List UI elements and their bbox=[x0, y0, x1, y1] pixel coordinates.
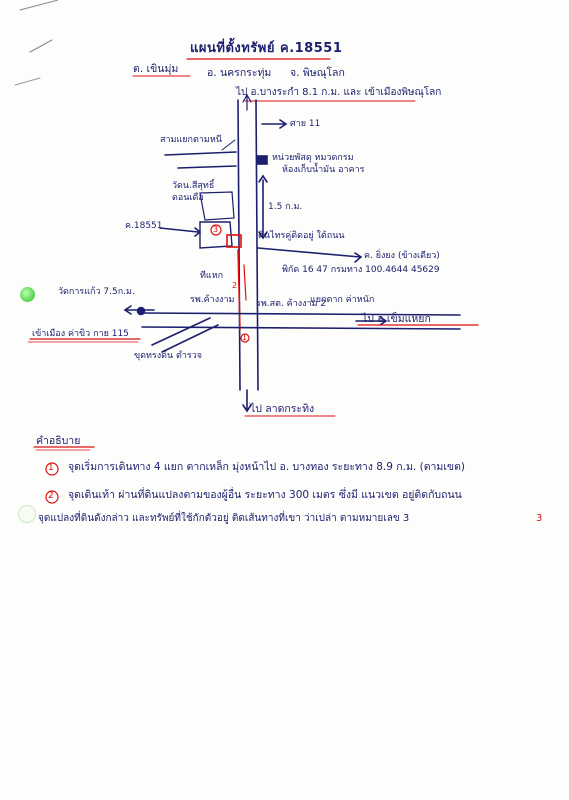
map-title: แผนที่ตั้งทรัพย์ ค.18551 bbox=[190, 41, 343, 56]
village-label: รพ.ค้างงาม bbox=[190, 295, 235, 305]
road-north-label: ไป อ.บางระกำ 8.1 ก.ม. และ เข้าเมืองพิษณุ… bbox=[236, 87, 442, 98]
location-amphoe: อ. นครกระทุ่ม bbox=[207, 67, 272, 79]
marker-1: 1 bbox=[242, 333, 248, 342]
org-sub-label: ห้องเก็บน้ำมัน อาคาร bbox=[282, 165, 365, 175]
note-1-number: 1 bbox=[48, 463, 54, 473]
punch-hole-marker bbox=[20, 287, 35, 302]
to-west-label: เข้าเมือง ค่าขิว กาย 115 bbox=[32, 329, 129, 339]
school-label: รพ.สต. ค้างงาม 2 bbox=[256, 299, 327, 309]
note-1-text: จุดเริ่มการเดินทาง 4 แยก ตากเหล็ก มุ่งหน… bbox=[68, 461, 466, 473]
parcel-label: ค.18551 bbox=[125, 221, 163, 231]
distance-label: 1.5 ก.ม. bbox=[268, 202, 303, 212]
junction-left-label: สามแยกตามหนี bbox=[160, 135, 222, 145]
temple-label: วัดน.สีสุทธิ์ bbox=[172, 181, 215, 191]
mark-a-label: ทีแหก bbox=[200, 271, 224, 281]
coords-1-label: ต้นไทรคู่ติดอยู่ ใต้ถนน bbox=[258, 231, 345, 241]
km11-label: ศาย 11 bbox=[290, 119, 321, 129]
note-2-text: จุดเดินเท้า ผ่านที่ดินแปลงตามของผู้อื่น … bbox=[68, 489, 462, 501]
note-3-number: 3 bbox=[536, 513, 543, 524]
location-province: จ. พิษณุโลก bbox=[290, 67, 345, 79]
road-east-label: แยกตาก ค่าหนัก bbox=[310, 295, 375, 305]
to-east-label: ไป อ.เข็มแหยก bbox=[362, 313, 431, 325]
marker-3: 3 bbox=[213, 225, 219, 234]
note-3-text: จุดแปลงที่ดินดังกล่าว และทรัพย์ที่ใช้กัก… bbox=[38, 513, 410, 524]
location-tambon: ต. เขินมุ่ม bbox=[133, 63, 179, 75]
marker-2: 2 bbox=[232, 281, 238, 290]
org-label: หน่วยพัสดุ หมวดกรม bbox=[272, 153, 354, 163]
punch-hole-faint bbox=[18, 505, 36, 523]
wat-label: วัดการแก้ว 7.5ก.ม. bbox=[58, 287, 135, 297]
coords-2-label: พิกัด 16 47 กรมทาง 100.4644 45629 bbox=[282, 265, 440, 275]
to-south-label: ไป ลาดกระทิง bbox=[250, 403, 315, 415]
temple-sub-label: ดอนเดือ bbox=[172, 193, 204, 203]
police-label: ขุดทรงดิน ตำรวจ bbox=[134, 351, 203, 361]
note-2-number: 2 bbox=[48, 491, 54, 501]
notes-heading: คำอธิบาย bbox=[36, 435, 81, 447]
parcel2-label: ค. ยิ่งยง (ข้างเดียว) bbox=[364, 251, 440, 261]
